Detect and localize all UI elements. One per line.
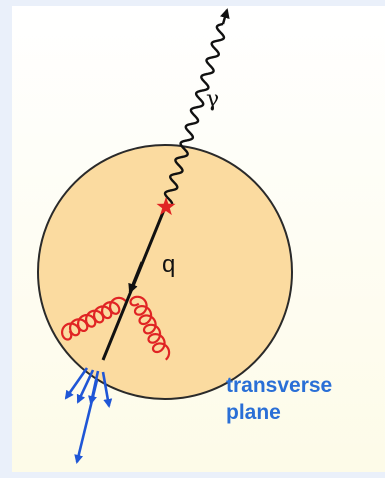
plane-label-line-1: transverse (226, 372, 332, 399)
quark-label: q (162, 251, 175, 278)
transverse-plane-label: transverse plane (226, 372, 332, 426)
photon-label: γ (206, 87, 219, 112)
plane-label-line-2: plane (226, 399, 332, 426)
